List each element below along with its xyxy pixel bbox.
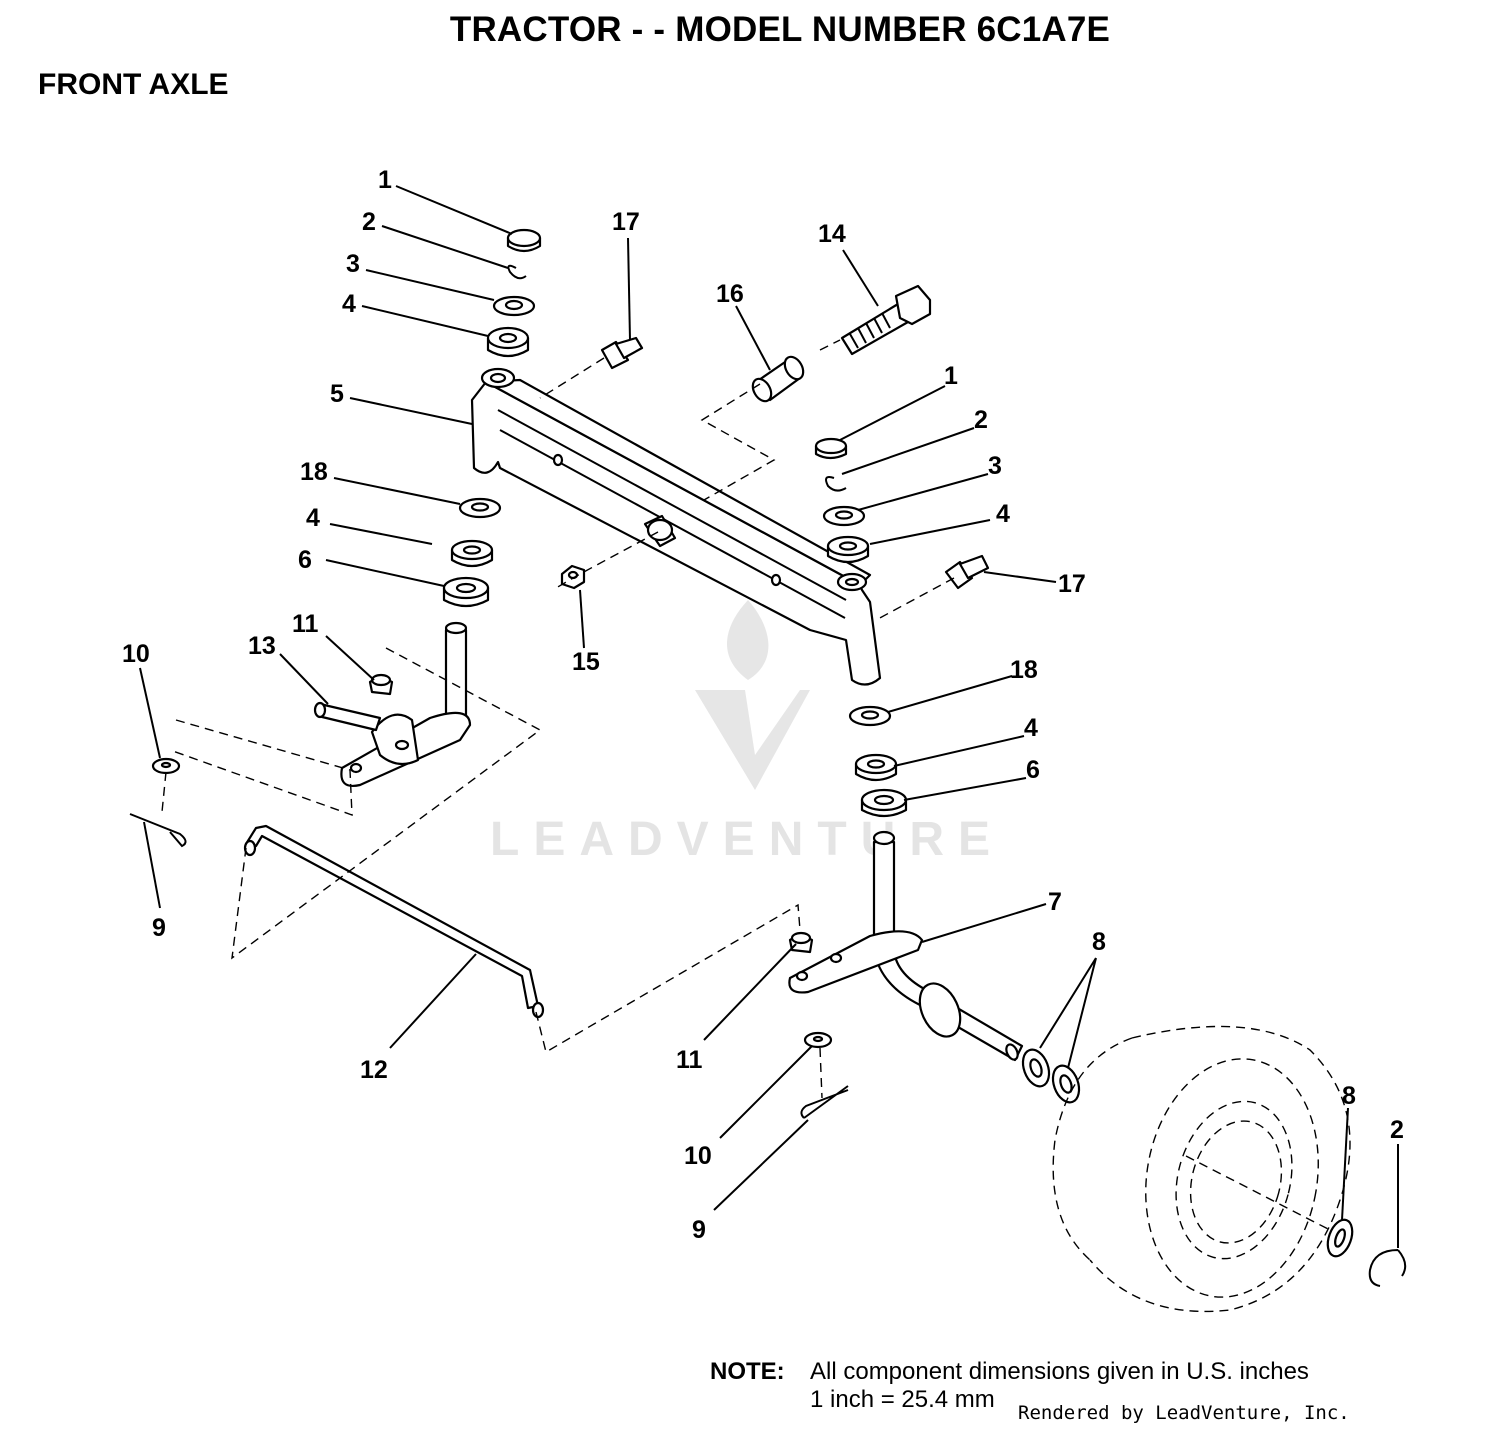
callout-5: 5 [330, 380, 344, 408]
bushing-6-right [860, 788, 908, 818]
callout-11-right: 11 [676, 1046, 703, 1074]
retaining-ring-2-right [825, 476, 847, 492]
note-label: NOTE: [710, 1358, 785, 1385]
washers-8-spindle [1021, 1048, 1081, 1104]
spindle-7-right [788, 830, 1024, 1062]
dimension-note: NOTE: All component dimensions given in U… [710, 1358, 1309, 1414]
callout-8-spindle: 8 [1092, 928, 1106, 956]
bushing-4-top-left [486, 326, 530, 358]
callout-1-right: 1 [944, 362, 958, 390]
callout-12: 12 [360, 1056, 388, 1084]
note-line-1: All component dimensions given in U.S. i… [810, 1358, 1309, 1385]
bushing-4-top-right [826, 535, 870, 564]
callout-10-left: 10 [122, 640, 150, 668]
callout-3-right: 3 [988, 452, 1002, 480]
washer-18-right [848, 705, 892, 727]
callout-1-left: 1 [378, 166, 392, 194]
bushing-6-left [442, 576, 490, 608]
rendered-by-credit: Rendered by LeadVenture, Inc. [1018, 1402, 1350, 1424]
retaining-ring-2-left [507, 264, 527, 280]
callout-18-left: 18 [300, 458, 328, 486]
callout-4-lower-right: 4 [1024, 714, 1038, 742]
cap-1-left [506, 228, 542, 253]
washer-3-left [492, 295, 536, 317]
callout-7: 7 [1048, 888, 1062, 916]
grease-fitting-17-top [600, 336, 644, 370]
dashed-alignment-lines [161, 339, 1331, 1231]
callout-14: 14 [818, 220, 846, 248]
callout-labels: 1 2 3 4 5 18 4 6 17 14 16 1 2 3 4 17 15 … [122, 166, 1404, 1244]
washer-3-right [822, 505, 866, 527]
drag-link-12 [243, 824, 545, 1019]
callout-4-top-left: 4 [342, 290, 356, 318]
callout-13: 13 [248, 632, 276, 660]
callout-15: 15 [572, 648, 600, 676]
retaining-ring-2-wheel [1368, 1249, 1407, 1287]
callout-17-right: 17 [1058, 570, 1086, 598]
watermark-logo [695, 600, 810, 790]
jam-nut-15 [560, 564, 586, 590]
washer-18-left [458, 497, 502, 519]
callout-11-left: 11 [292, 610, 319, 638]
cotter-pin-9-right [800, 1085, 849, 1119]
grease-fitting-17-right [944, 554, 990, 590]
callout-6-left: 6 [298, 546, 312, 574]
callout-8-wheel: 8 [1342, 1082, 1356, 1110]
callout-2-left: 2 [362, 208, 376, 236]
spacer-16 [751, 355, 805, 403]
callout-9-left: 9 [152, 914, 166, 942]
callout-16: 16 [716, 280, 744, 308]
cap-1-right [814, 437, 848, 460]
note-line-2: 1 inch = 25.4 mm [810, 1386, 995, 1413]
callout-6-right: 6 [1026, 756, 1040, 784]
callout-18-right: 18 [1010, 656, 1038, 684]
leader-lines [139, 185, 1399, 1248]
watermark: LEADVENTURE [490, 813, 1005, 866]
bushing-4-lower-left [450, 539, 494, 568]
callout-9-right: 9 [692, 1216, 706, 1244]
spindle-left [313, 621, 472, 787]
section-title: FRONT AXLE [38, 68, 229, 101]
page-title: TRACTOR - - MODEL NUMBER 6C1A7E [449, 10, 1111, 49]
axle-beam-5 [470, 367, 882, 686]
callout-3-left: 3 [346, 250, 360, 278]
callout-17-top: 17 [612, 208, 640, 236]
cotter-pin-9-left [129, 813, 187, 848]
washer-8-wheel [1326, 1218, 1354, 1258]
grease-fitting-11-right [788, 931, 814, 954]
bushing-4-lower-right [854, 753, 898, 782]
washer-10-right [803, 1031, 833, 1049]
wheel-assembly [1052, 1025, 1351, 1313]
callout-4-lower-left: 4 [306, 504, 320, 532]
callout-2-right: 2 [974, 406, 988, 434]
bolt-14 [840, 284, 932, 356]
washer-10-left [151, 757, 181, 775]
callout-4-top-right: 4 [996, 500, 1010, 528]
grease-fitting-11-left [368, 673, 394, 696]
callout-10-right: 10 [684, 1142, 712, 1170]
callout-2-wheel: 2 [1390, 1116, 1404, 1144]
